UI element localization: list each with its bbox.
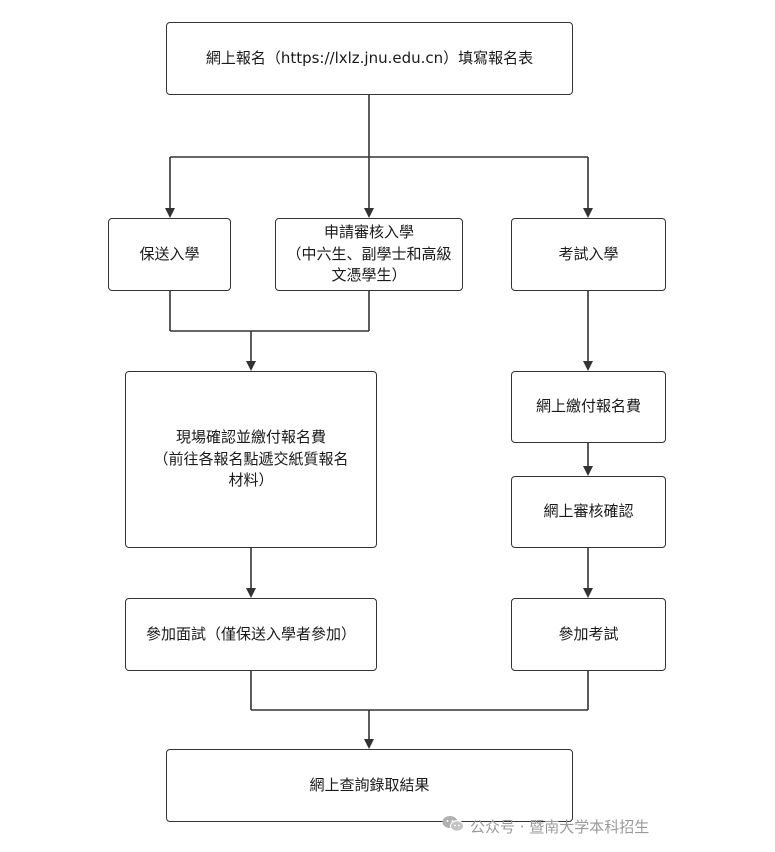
node-online-review: 網上審核確認 [511, 476, 666, 548]
node-exam-admission-label: 考試入學 [558, 244, 619, 263]
node-application-review-title: 申請審核入學 [323, 222, 414, 241]
node-online-payment-label: 網上繳付報名費 [535, 397, 641, 416]
node-interview-label: 參加面試（僅保送入學者參加） [145, 624, 356, 643]
watermark: 公众号 · 暨南大学本科招生 [442, 815, 649, 837]
node-results-query: 網上查詢錄取結果 [166, 749, 573, 822]
node-take-exam-label: 參加考試 [558, 624, 619, 643]
node-take-exam: 參加考試 [511, 598, 666, 671]
node-onsite-confirmation: 現場確認並繳付報名費 （前往各報名點遞交紙質報名材料） [125, 371, 377, 548]
node-recommended-admission: 保送入學 [108, 218, 231, 291]
node-online-registration-label: 網上報名（https://lxlz.jnu.edu.cn）填寫報名表 [205, 48, 534, 67]
node-results-query-label: 網上查詢錄取結果 [309, 775, 430, 794]
node-exam-admission: 考試入學 [511, 218, 666, 291]
node-recommended-admission-label: 保送入學 [139, 244, 200, 263]
node-application-review-subtitle: （中六生、副學士和高級文憑學生） [286, 244, 452, 285]
node-application-review: 申請審核入學 （中六生、副學士和高級文憑學生） [275, 218, 463, 291]
node-online-registration: 網上報名（https://lxlz.jnu.edu.cn）填寫報名表 [166, 22, 573, 95]
wechat-icon [442, 815, 464, 837]
node-onsite-confirmation-title: 現場確認並繳付報名費 [175, 427, 326, 446]
node-online-review-label: 網上審核確認 [543, 502, 634, 521]
node-online-payment: 網上繳付報名費 [511, 371, 666, 443]
node-interview: 參加面試（僅保送入學者參加） [125, 598, 377, 671]
watermark-text: 公众号 · 暨南大学本科招生 [470, 817, 650, 836]
node-onsite-confirmation-subtitle: （前往各報名點遞交紙質報名材料） [153, 449, 349, 490]
